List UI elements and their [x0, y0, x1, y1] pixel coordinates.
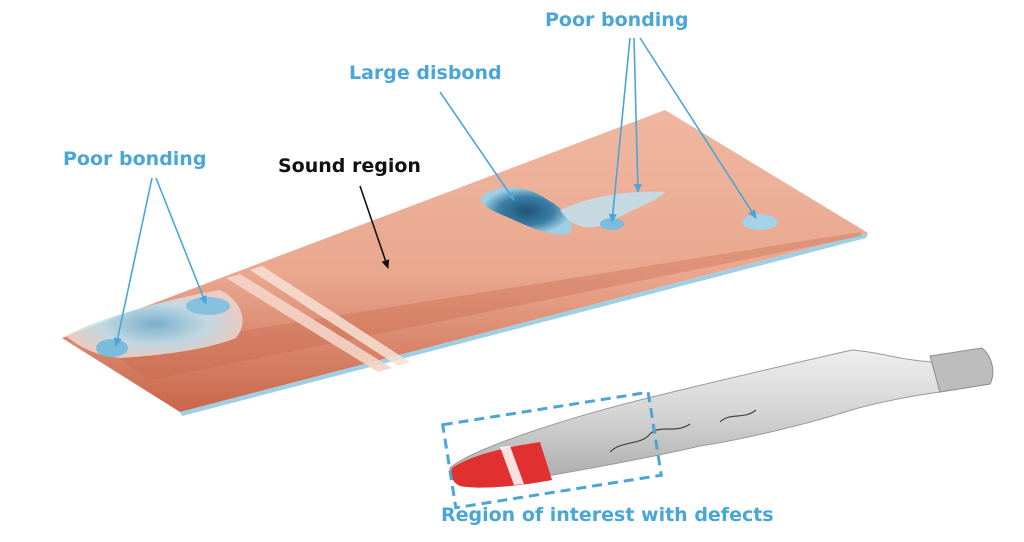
leader-large-disbond [439, 91, 515, 201]
blade-hub [929, 347, 994, 393]
leader-poor-bonding-left-1 [113, 177, 153, 347]
leader-poor-bonding-left-2 [155, 177, 207, 305]
label-poor-bonding-right: Poor bonding [545, 9, 689, 31]
caption-region-of-interest: Region of interest with defects [441, 504, 774, 526]
cscan-map [62, 110, 868, 416]
leader-poor-bonding-right-2 [633, 37, 642, 193]
blade-handwriting [609, 409, 757, 453]
blade-image [440, 347, 994, 510]
map-bottom-edge [180, 233, 868, 416]
leader-poor-bonding-right-1 [608, 37, 631, 223]
region-of-interest-box [440, 390, 664, 510]
poor-bonding-spot-left [186, 297, 230, 315]
large-disbond-area [480, 187, 572, 235]
poor-bonding-spot-right [742, 214, 778, 230]
poor-bonding-spot-right [600, 218, 624, 230]
map-stripe [250, 266, 410, 366]
blade-tip-red [451, 442, 552, 488]
leader-sound-region [359, 185, 390, 269]
label-poor-bonding-left: Poor bonding [63, 148, 207, 170]
blade-red-stripe [500, 446, 524, 485]
leader-poor-bonding-right-3 [639, 37, 757, 219]
label-sound-region: Sound region [278, 155, 421, 177]
map-surface [62, 110, 868, 412]
blade-body [449, 349, 941, 487]
label-large-disbond: Large disbond [349, 62, 502, 84]
map-stripe [226, 274, 392, 372]
map-dark-band [110, 232, 862, 380]
poor-bonding-spot-left [96, 339, 128, 357]
annotations [113, 37, 757, 347]
